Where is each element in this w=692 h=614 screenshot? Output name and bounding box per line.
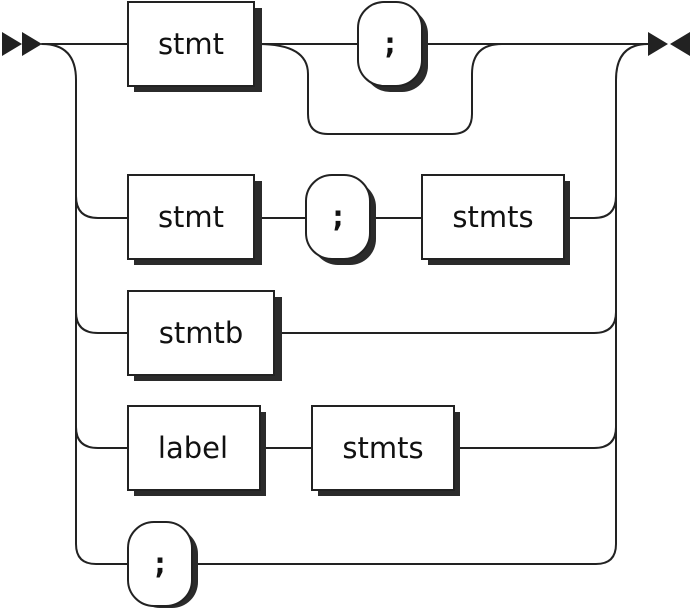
node-r2-stmts: stmts (421, 174, 570, 265)
node-r5-semicolon: ; (127, 521, 198, 608)
node-r1-semicolon-label: ; (381, 27, 399, 62)
track-left-branch-2 (75, 195, 129, 219)
node-r4-label: label (127, 405, 266, 496)
node-r4-stmts: stmts (311, 405, 460, 496)
node-r2-semicolon: ; (305, 174, 376, 265)
track-right-join (195, 43, 649, 565)
node-r4-stmts-label: stmts (342, 431, 423, 465)
track-right-branch-3 (275, 311, 617, 334)
node-r2-stmt-label: stmt (158, 200, 224, 234)
node-r1-stmt-label: stmt (158, 27, 224, 61)
node-r1-stmt: stmt (127, 1, 262, 92)
track-left-branch-4 (75, 426, 129, 449)
node-r2-stmt: stmt (127, 174, 262, 265)
node-r5-semicolon-label: ; (151, 547, 169, 582)
node-r3-stmtb-label: stmtb (159, 316, 244, 350)
node-r3-stmtb: stmtb (127, 290, 282, 381)
node-r2-semicolon-label: ; (329, 200, 347, 235)
tracks (41, 43, 649, 565)
node-r2-stmts-label: stmts (452, 200, 533, 234)
end-marker (648, 32, 690, 56)
track-right-branch-2 (563, 195, 617, 219)
track-left-branch-3 (75, 311, 129, 334)
track-row1-bypass (257, 43, 503, 135)
track-right-branch-4 (453, 426, 617, 449)
node-r1-semicolon: ; (357, 1, 428, 92)
node-r4-label-label: label (158, 431, 228, 465)
track-left-split (41, 43, 129, 565)
start-marker (2, 32, 42, 56)
